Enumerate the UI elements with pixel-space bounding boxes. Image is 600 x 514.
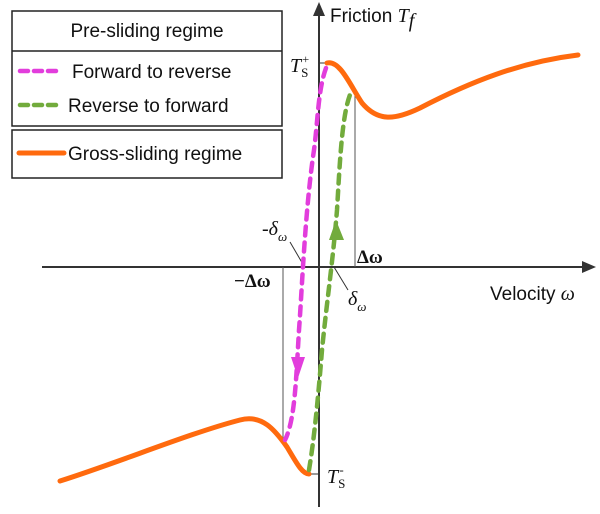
legend-label-gross: Gross-sliding regime: [68, 144, 242, 165]
reverse-to-forward-arrow-icon: [329, 220, 344, 240]
ts-plus-label: TS+: [290, 52, 309, 80]
reverse-to-forward-curve: [306, 87, 355, 473]
delta-leader: [333, 266, 349, 291]
delta-label: δω: [348, 288, 366, 314]
neg-delta-label: -δω: [262, 218, 287, 244]
legend-header: Pre-sliding regime: [70, 21, 223, 42]
gross-sliding-curve-positive: [324, 52, 581, 120]
legend-label-reverse: Reverse to forward: [68, 96, 229, 117]
ts-minus-label: TS-: [327, 462, 345, 491]
x-axis-arrow-icon: [582, 261, 596, 273]
y-axis-label: Friction Tf: [330, 5, 417, 32]
legend-label-forward: Forward to reverse: [72, 62, 231, 83]
delta-omega-label: Δω: [357, 247, 383, 268]
x-axis-label: Velocity ω: [490, 283, 575, 305]
forward-to-reverse-arrow-icon: [291, 357, 305, 378]
forward-to-reverse-curve: [282, 65, 329, 443]
legend: Pre-sliding regime Forward to reverse Re…: [11, 10, 283, 179]
gross-sliding-curve-negative: [57, 416, 312, 484]
neg-delta-omega-label: −Δω: [234, 271, 271, 292]
y-axis-arrow-icon: [313, 2, 325, 16]
